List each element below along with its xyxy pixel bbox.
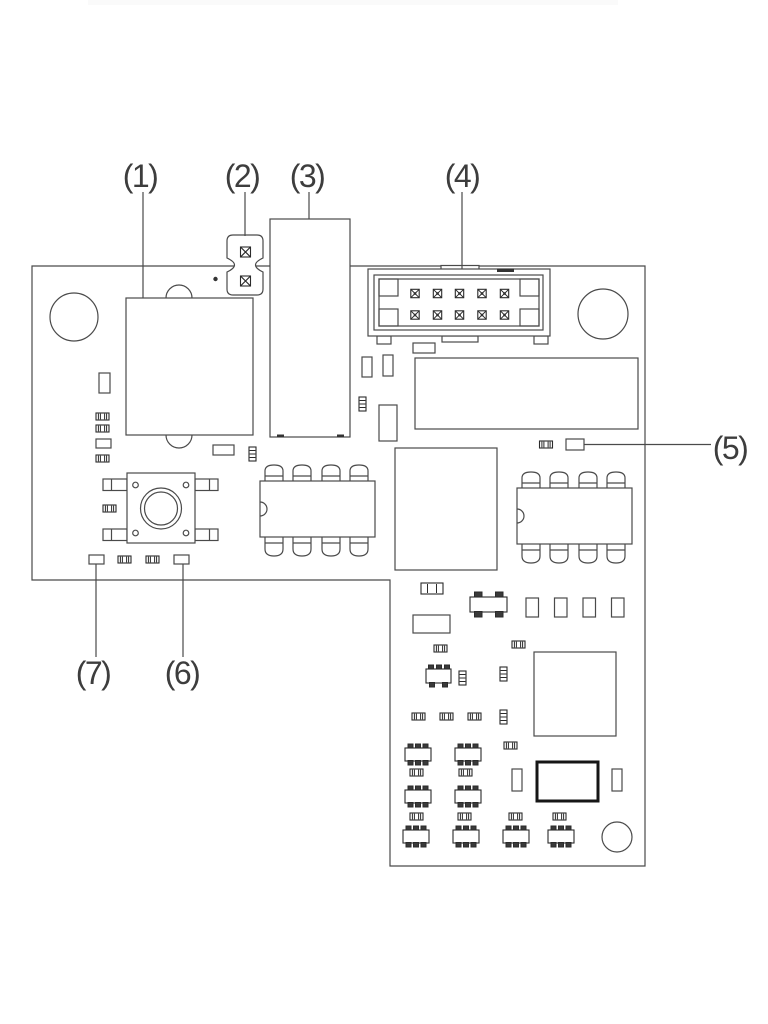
connector-pin-pad — [410, 310, 420, 320]
chip-resistor — [511, 640, 526, 649]
ic-soic6 — [404, 785, 432, 808]
ic-dip8-right — [516, 471, 633, 564]
ic-sot23-5 — [425, 664, 452, 688]
smd-pad — [412, 342, 436, 354]
chip-resistor — [102, 504, 117, 513]
jumper-pad-icon — [239, 275, 252, 287]
ic-soic6 — [547, 825, 575, 848]
ic-soic6 — [454, 743, 482, 766]
chip-resistor-vertical — [458, 670, 467, 686]
ic-soic6 — [502, 825, 530, 848]
chip-resistor — [409, 768, 424, 777]
solder-jumper — [226, 234, 264, 296]
smd-capacitor — [611, 768, 623, 792]
chip-resistor — [457, 812, 472, 821]
chip-resistor — [117, 555, 132, 564]
ic-sot23 — [469, 591, 508, 618]
callout-2-label: (2) — [225, 158, 260, 194]
top-edge-artifact — [88, 0, 618, 5]
connector-key-notch — [497, 268, 514, 272]
ic-soic6 — [402, 825, 430, 848]
connector-pin-pad — [410, 288, 420, 299]
chip-resistor — [145, 555, 160, 564]
connector-pin-pad — [432, 310, 443, 320]
chip-resistor — [467, 712, 482, 721]
led-indicator-6 — [173, 554, 190, 565]
jumper-pad-icon — [239, 246, 252, 258]
chip-resistor-vertical — [248, 446, 257, 462]
ic-block-center — [394, 447, 498, 571]
smd-capacitor — [98, 372, 111, 394]
chip-resistor — [95, 424, 110, 433]
capacitor-block — [269, 218, 351, 438]
callout-3-label: (3) — [290, 158, 325, 194]
chip-resistor — [433, 644, 448, 653]
connector-pin-pad — [499, 288, 510, 299]
connector-pin-pad — [432, 288, 443, 299]
led-indicator-5 — [565, 438, 585, 451]
smd-pad — [212, 444, 235, 456]
callout-1-label: (1) — [123, 158, 158, 194]
chip-resistor — [409, 812, 424, 821]
smd-capacitor — [553, 597, 568, 618]
smd-pad — [95, 438, 112, 449]
ic-module-block — [414, 357, 639, 430]
ic-soic6 — [454, 785, 482, 808]
chip-resistor-vertical — [499, 709, 508, 725]
smd-capacitor — [610, 597, 625, 618]
mounting-hole-top-right — [577, 288, 629, 340]
chip-resistor — [439, 712, 454, 721]
chip-resistor-vertical — [499, 666, 508, 682]
connector-pin-pad — [477, 310, 487, 320]
relay-block — [125, 284, 254, 449]
chip-resistor — [411, 712, 426, 721]
chip-resistor — [552, 812, 567, 821]
ic-dip8-left — [259, 464, 376, 557]
connector-pin-pad — [477, 288, 487, 299]
callout-7-label: (7) — [76, 655, 111, 691]
mounting-hole-top-left — [49, 292, 99, 342]
smd-component — [378, 404, 398, 442]
button-cap — [139, 487, 183, 530]
smd-capacitor — [361, 356, 373, 378]
ic-soic6 — [452, 825, 480, 848]
callout-4-label: (4) — [445, 158, 480, 194]
chip-resistor — [95, 454, 110, 463]
mounting-hole-bottom-right — [601, 821, 633, 853]
smd-capacitor — [382, 354, 394, 377]
smd-capacitor — [582, 597, 597, 618]
idc-header-connector — [367, 264, 551, 345]
pcb-board-outline — [31, 265, 646, 867]
ic-soic6 — [404, 743, 432, 766]
crystal-component — [535, 760, 600, 803]
chip-resistor — [503, 741, 518, 750]
smd-fuse — [420, 582, 444, 595]
callout-6-label: (6) — [165, 655, 200, 691]
chip-resistor — [538, 440, 554, 449]
connector-pin-pad — [454, 310, 465, 320]
fiducial-dot — [213, 276, 218, 282]
chip-resistor — [508, 812, 523, 821]
connector-pin-pad — [454, 288, 465, 299]
smd-capacitor — [511, 768, 523, 792]
pushbutton — [102, 472, 219, 544]
smd-component — [412, 614, 451, 634]
connector-pin-pad — [499, 310, 510, 320]
callout-5-label: (5) — [713, 430, 748, 466]
chip-resistor — [95, 412, 110, 421]
ic-block-bottom — [533, 651, 617, 737]
chip-resistor-vertical — [358, 396, 367, 412]
led-indicator-7 — [88, 554, 105, 565]
smd-capacitor — [525, 597, 540, 618]
chip-resistor — [458, 768, 473, 777]
